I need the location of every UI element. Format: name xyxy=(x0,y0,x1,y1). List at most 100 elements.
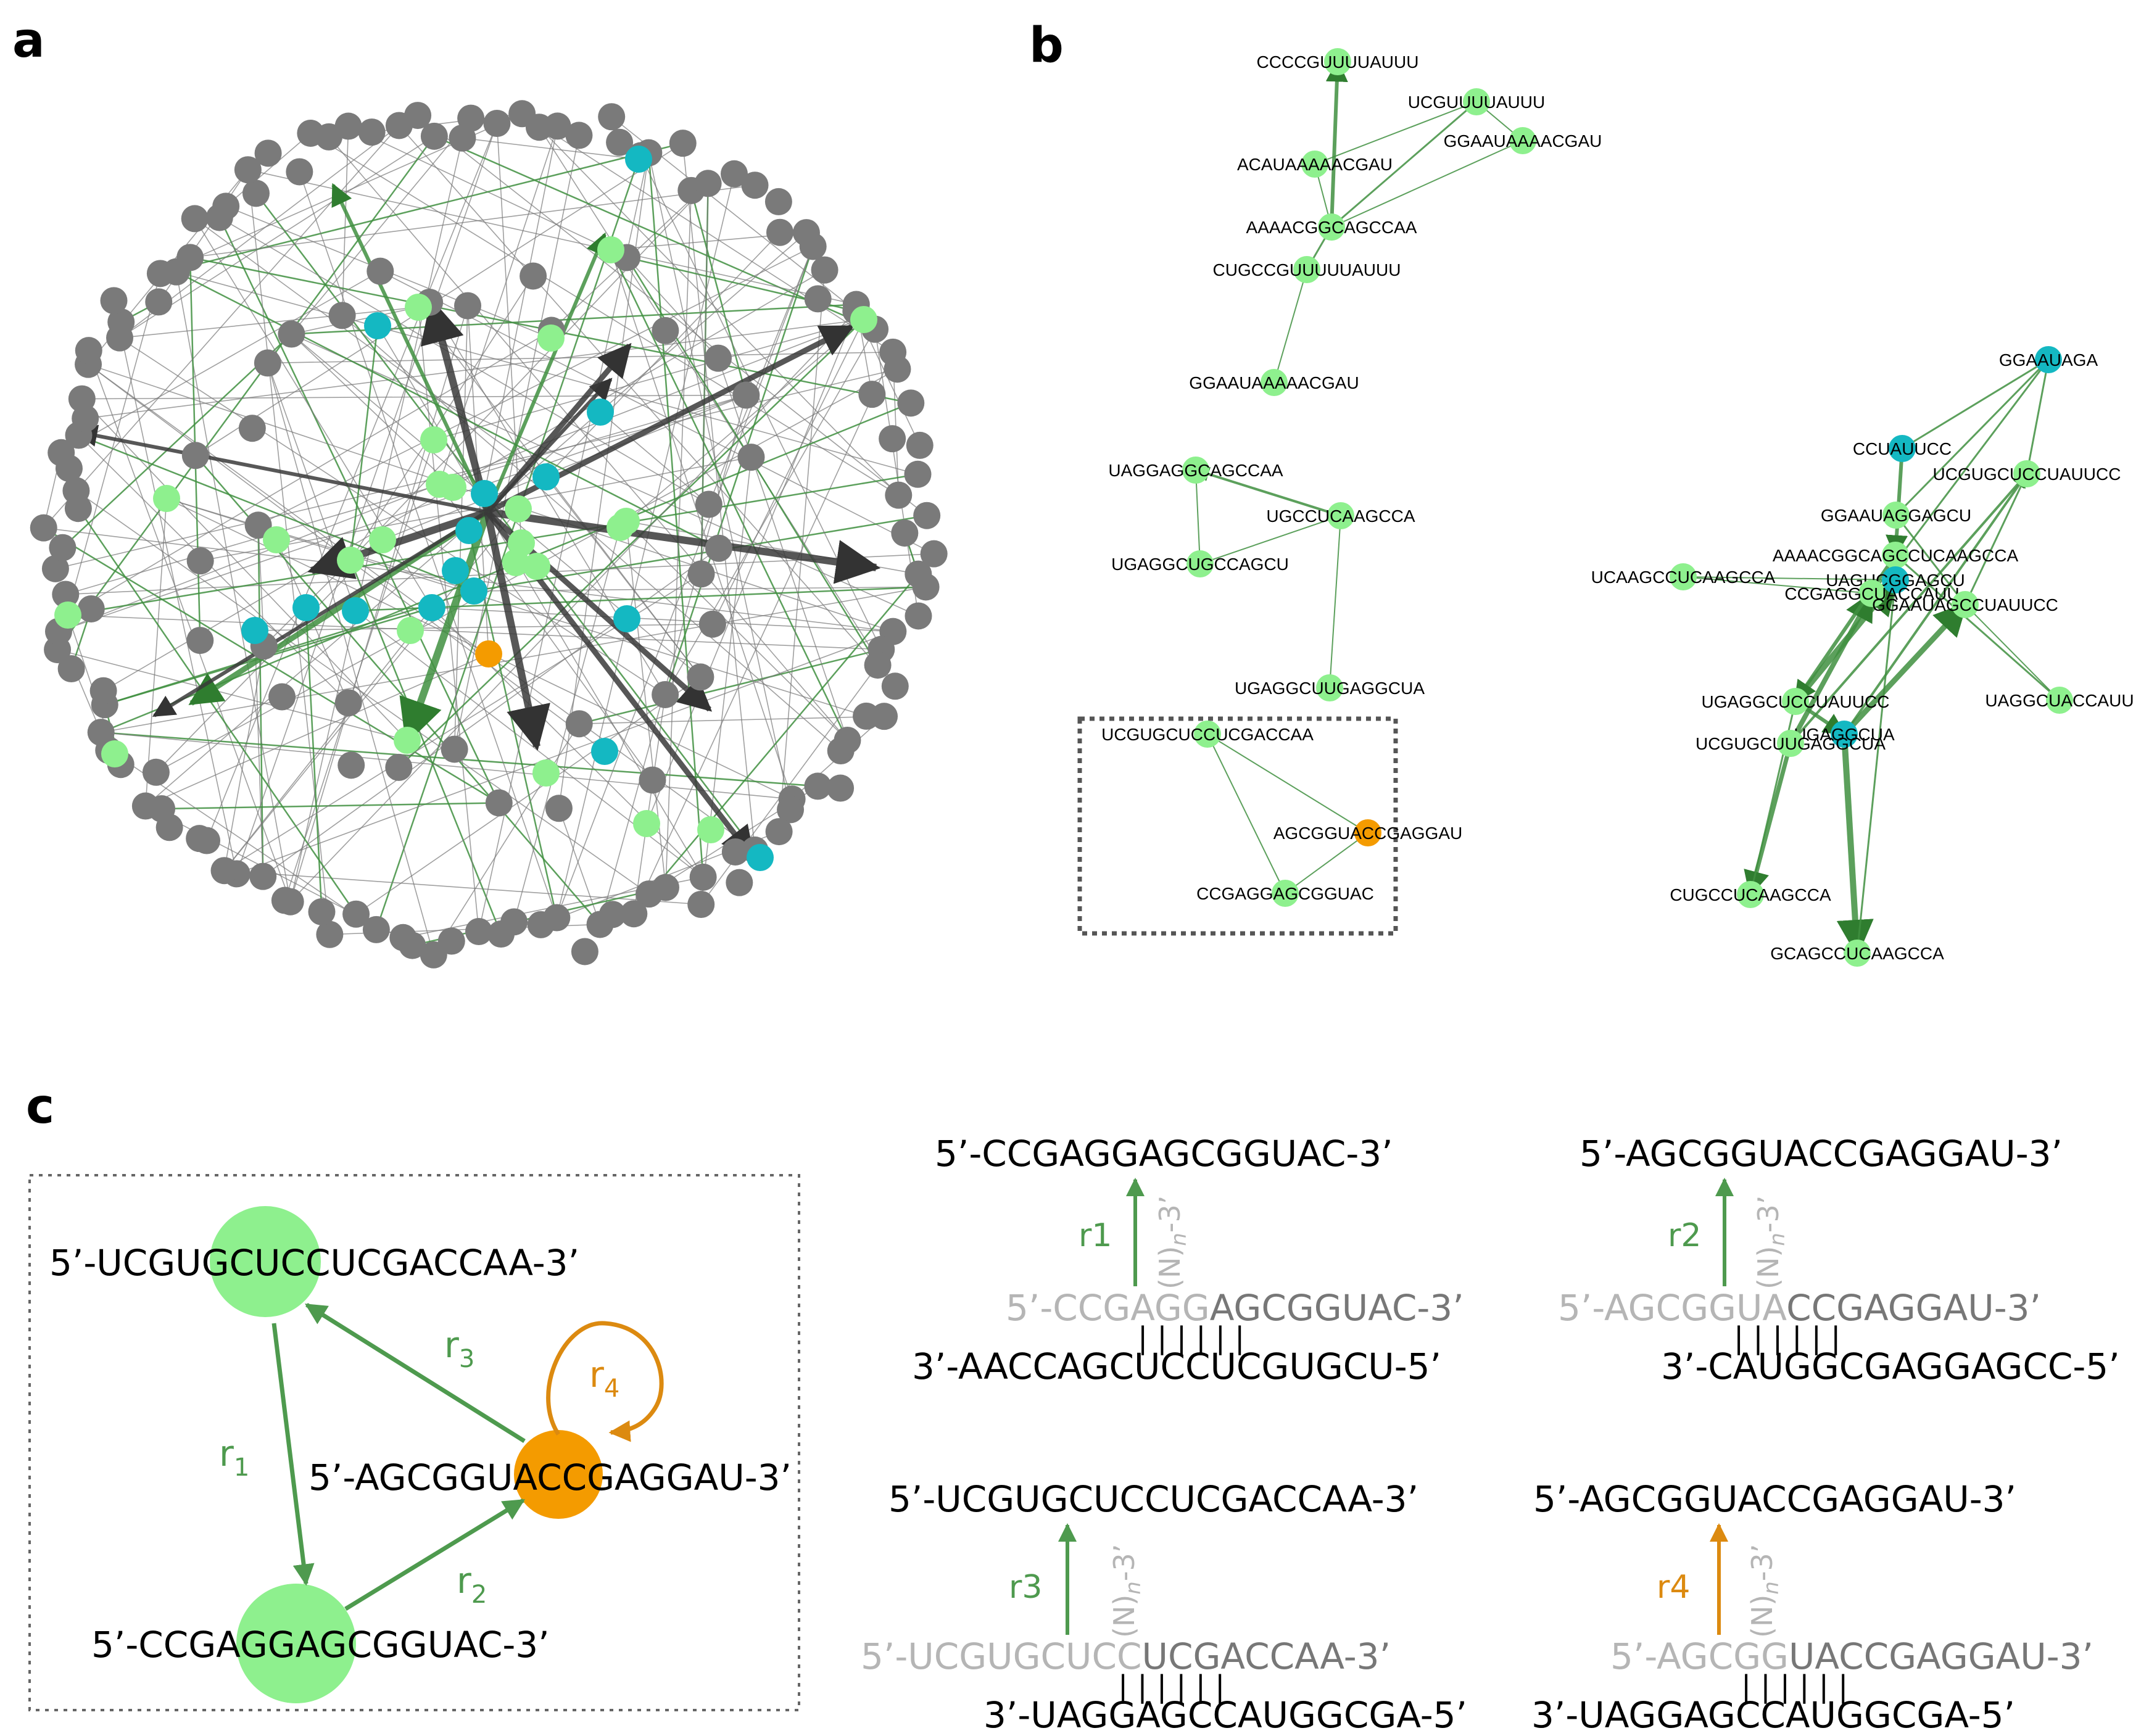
network-edge xyxy=(57,649,408,742)
network-node xyxy=(571,938,598,965)
r3-pairing-bars: | | | | | | xyxy=(1118,1669,1225,1704)
subnetwork-node-label: UCGUUUUAUUU xyxy=(1408,93,1545,112)
network-node xyxy=(687,663,714,691)
network-edge xyxy=(77,508,357,915)
network-edge xyxy=(224,870,702,907)
subnetwork-edge xyxy=(1682,573,1873,594)
r1-leaving-group: (N)n-3’ xyxy=(1153,1196,1191,1289)
subnetwork-node xyxy=(1844,940,1871,967)
network-node xyxy=(186,825,213,853)
subnetwork-edge xyxy=(1856,579,1900,954)
network-node xyxy=(101,740,128,767)
network-edge xyxy=(545,232,781,477)
subnetwork-node-label: GCAGCCUCAAGCCA xyxy=(1770,944,1944,963)
network-edge xyxy=(60,270,381,453)
network-node xyxy=(891,519,919,547)
subnetwork-node xyxy=(1194,721,1221,748)
subnetwork-node xyxy=(1324,48,1351,75)
edge-r2 xyxy=(344,1498,525,1611)
panel-c-reactions: 5’-UCGUGCUCCUCGACCAA-3’ 5’-AGCGGUACCGAGG… xyxy=(28,1133,2120,1736)
network-edge xyxy=(58,394,747,633)
network-node xyxy=(455,517,482,544)
r4-label: r4 xyxy=(1657,1569,1690,1606)
subnetwork-node-label: GGAAUAGCCUAUUCC xyxy=(1872,595,2058,614)
network-node xyxy=(811,256,838,284)
network-edge xyxy=(67,612,882,650)
network-node xyxy=(487,920,515,948)
edge-r1 xyxy=(271,1323,315,1586)
network-node xyxy=(565,122,593,149)
network-node xyxy=(527,911,555,938)
network-node xyxy=(89,677,117,705)
network-node xyxy=(460,577,487,605)
network-edge xyxy=(288,138,463,903)
network-node xyxy=(442,557,469,584)
panel-a-network xyxy=(30,100,948,969)
network-edge xyxy=(349,560,502,935)
network-node xyxy=(342,900,370,928)
subnetwork-edge xyxy=(1314,101,1478,165)
subnetwork-node xyxy=(1882,502,1910,529)
network-node xyxy=(897,389,925,417)
network-node xyxy=(864,651,892,679)
panel-b-network: CCCCGUUUUAUUUUCGUUUUAUUUGGAAUAAAACGAUACA… xyxy=(1077,48,2134,967)
subnetwork-node-label: UCGUGCUCCUAUUCC xyxy=(1933,465,2121,484)
network-edge xyxy=(331,183,489,513)
subnetwork-node xyxy=(1670,563,1697,590)
subnetwork-node xyxy=(1272,880,1299,907)
subnetwork-node-label: CCGAGGAGCGGUAC xyxy=(1196,884,1374,903)
network-node xyxy=(41,555,69,582)
r2-substrate: 5’-AGCGGUACCGAGGAU-3’ xyxy=(1558,1287,2041,1329)
network-node xyxy=(483,110,511,138)
reaction-r3-diagram: 5’-UCGUGCUCCUCGACCAA-3’ r3 (N)n-3’ 5’-UC… xyxy=(861,1478,1467,1736)
network-edge xyxy=(375,159,640,931)
network-node xyxy=(747,844,774,871)
network-node xyxy=(131,792,159,820)
subnetwork-node-label: UGAGGCUA xyxy=(1794,725,1895,744)
network-node xyxy=(242,180,270,207)
network-node xyxy=(389,924,417,951)
r4-substrate: 5’-AGCGGUACCGAGGAU-3’ xyxy=(1610,1635,2093,1677)
network-node xyxy=(587,399,614,426)
network-edge xyxy=(485,342,632,514)
network-edge xyxy=(81,394,747,402)
network-node xyxy=(881,672,909,700)
network-edge xyxy=(236,630,894,875)
network-node xyxy=(652,316,679,344)
network-edge xyxy=(484,125,560,494)
subnetwork-node-label: UAGGCUACCAUU xyxy=(1985,691,2134,710)
r2-product: 5’-AGCGGUACCGAGGAU-3’ xyxy=(1580,1133,2063,1175)
panel-c-dashed-box xyxy=(28,1174,800,1711)
network-edge xyxy=(176,271,720,549)
network-node xyxy=(471,480,498,507)
network-node xyxy=(885,481,913,509)
reaction-label-r2: r2 xyxy=(457,1560,487,1609)
network-node xyxy=(669,130,697,157)
network-node xyxy=(827,774,855,802)
network-edge xyxy=(626,257,719,359)
subnetwork-node-label: ACAUAAAAACGAU xyxy=(1237,155,1393,174)
network-node xyxy=(77,595,105,622)
network-node xyxy=(920,540,948,568)
network-node xyxy=(591,738,618,765)
network-edge xyxy=(145,805,434,956)
network-edge xyxy=(718,358,849,741)
network-edge xyxy=(62,333,292,548)
subnetwork-edge xyxy=(1195,469,1204,565)
network-node xyxy=(904,460,932,488)
network-node xyxy=(362,916,390,943)
network-node xyxy=(420,122,448,150)
network-node xyxy=(799,233,827,260)
network-edge xyxy=(663,246,814,696)
r1-template: 3’-AACCAGCUCCUCGUGCU-5’ xyxy=(912,1345,1441,1387)
subnetwork-edge xyxy=(1842,602,1968,737)
network-node xyxy=(635,880,663,908)
reaction-r4-diagram: 5’-AGCGGUACCGAGGAU-3’ r4 (N)n-3’ 5’-AGCG… xyxy=(1531,1478,2093,1736)
network-node xyxy=(694,170,722,197)
network-node xyxy=(420,426,447,453)
network-node xyxy=(292,594,320,621)
reaction-label-r1: r1 xyxy=(219,1432,249,1482)
network-node xyxy=(689,863,717,891)
network-edge xyxy=(190,183,756,258)
network-edge xyxy=(578,716,885,727)
